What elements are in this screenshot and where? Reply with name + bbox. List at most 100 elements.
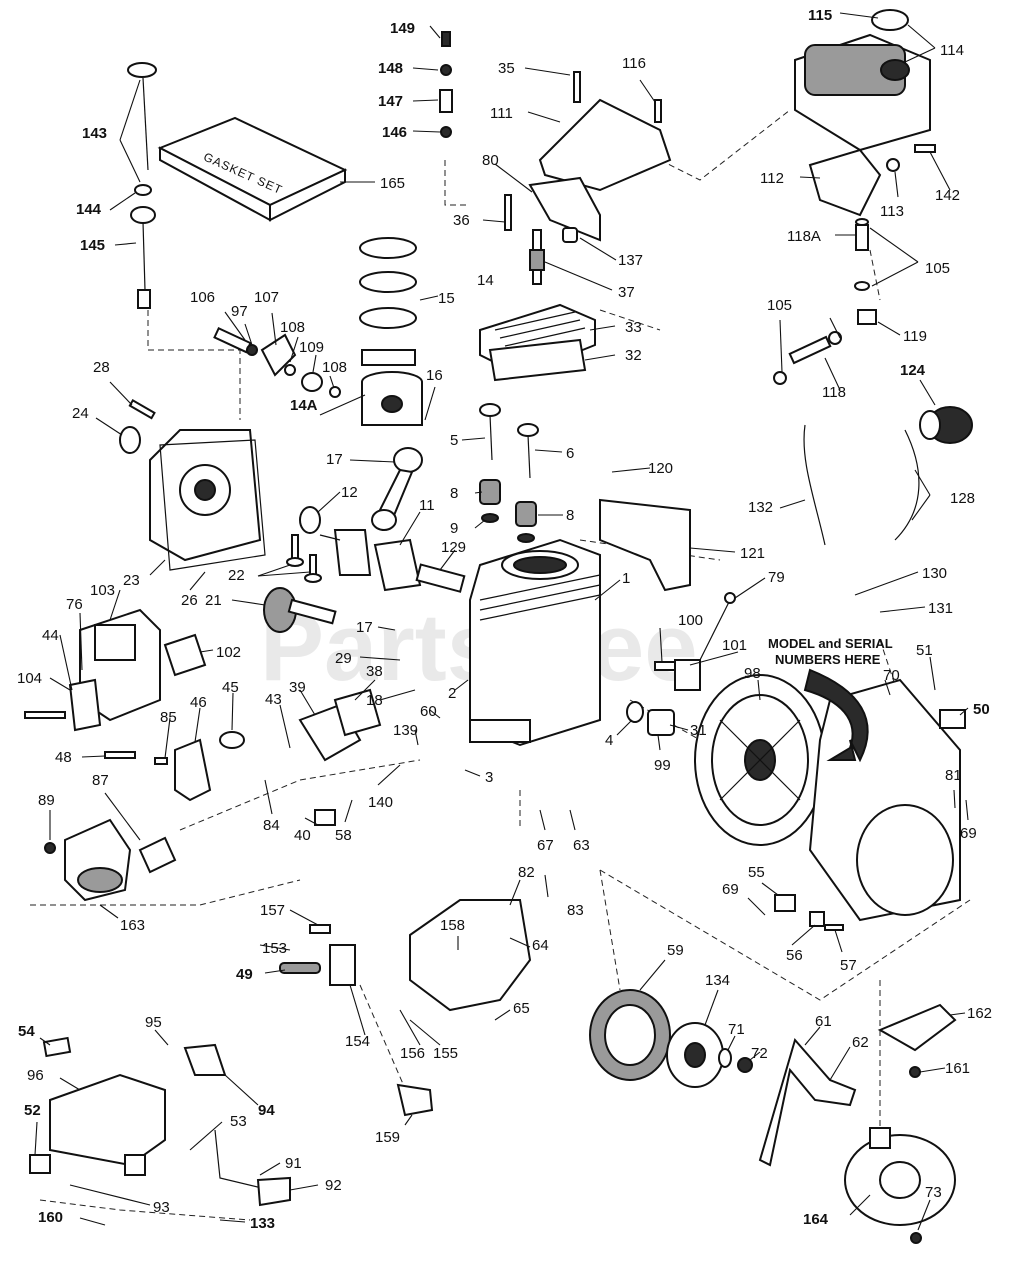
part-label-14: 14 [477, 272, 494, 289]
part-label-158: 158 [440, 917, 465, 934]
part-label-100: 100 [678, 612, 703, 629]
piston-rings [359, 237, 417, 366]
leader-lines [34, 12, 969, 1231]
part-label-11: 11 [419, 497, 435, 514]
part-label-147: 147 [378, 93, 403, 110]
crankshaft [319, 529, 466, 593]
part-label-5: 5 [450, 432, 458, 449]
part-label-2: 2 [448, 685, 456, 702]
thrust-washer [299, 506, 321, 534]
part-label-159: 159 [375, 1129, 400, 1146]
nut-113 [886, 158, 900, 172]
part-label-99: 99 [654, 757, 671, 774]
part-label-133: 133 [250, 1215, 275, 1232]
part-label-164: 164 [803, 1211, 829, 1228]
part-label-38: 38 [366, 663, 383, 680]
part-label-82: 82 [518, 864, 535, 881]
part-label-6: 6 [566, 445, 574, 462]
part-label-43: 43 [265, 691, 282, 708]
part-label-116: 116 [622, 55, 646, 72]
nut-73 [910, 1232, 922, 1244]
part-label-118: 118 [822, 384, 846, 401]
part-label-58: 58 [335, 827, 352, 844]
plug-cap [562, 227, 578, 243]
starter-cup [589, 989, 671, 1081]
part-label-83: 83 [567, 902, 584, 919]
cylinder-block [469, 538, 601, 747]
breather-parts [213, 326, 341, 398]
part-label-65: 65 [513, 1000, 530, 1017]
part-label-61: 61 [815, 1013, 832, 1030]
crankcase-cover [149, 429, 266, 571]
part-label-71: 71 [728, 1021, 745, 1038]
part-label-92: 92 [325, 1177, 342, 1194]
part-label-29: 29 [335, 650, 352, 667]
part-label-145: 145 [80, 237, 105, 254]
part-label-114: 114 [940, 42, 964, 59]
part-label-17a: 17 [326, 451, 343, 468]
part-label-163: 163 [120, 917, 145, 934]
part-label-149: 149 [390, 20, 415, 37]
part-label-69a: 69 [960, 825, 977, 842]
part-label-46: 46 [190, 694, 207, 711]
piston [361, 371, 423, 426]
valves [479, 403, 539, 479]
head-bolts [439, 31, 662, 231]
nut-161 [909, 1066, 921, 1078]
part-label-17b: 17 [356, 619, 373, 636]
tappets [286, 534, 322, 583]
control-cover [49, 1073, 166, 1176]
decal-52 [29, 1154, 51, 1174]
part-label-131: 131 [928, 600, 953, 617]
part-label-55: 55 [748, 864, 765, 881]
part-label-15: 15 [438, 290, 455, 307]
bolt-142 [914, 144, 936, 153]
part-label-118A: 118A [787, 228, 821, 245]
part-label-108a: 108 [280, 319, 305, 336]
connecting-rod [371, 447, 423, 531]
part-label-26: 26 [181, 592, 198, 609]
part-label-113: 113 [880, 203, 904, 220]
part-label-130: 130 [922, 565, 947, 582]
part-label-140: 140 [368, 794, 393, 811]
part-label-105a: 105 [925, 260, 950, 277]
part-label-148: 148 [378, 60, 403, 77]
carburetor [64, 818, 132, 902]
part-label-96: 96 [27, 1067, 44, 1084]
base-plate [409, 899, 532, 1012]
part-label-104: 104 [17, 670, 42, 687]
part-label-160: 160 [38, 1209, 63, 1226]
part-label-124: 124 [900, 362, 926, 379]
part-drawings: GASKET SET [24, 9, 973, 1244]
starter-handle [877, 1003, 957, 1052]
part-label-3: 3 [485, 769, 493, 786]
part-label-51: 51 [916, 642, 933, 659]
small-brackets [774, 894, 844, 931]
part-label-102: 102 [216, 644, 241, 661]
part-label-91: 91 [285, 1155, 302, 1172]
decal-54 [42, 1036, 72, 1058]
part-label-39: 39 [289, 679, 306, 696]
part-label-32: 32 [625, 347, 642, 364]
part-label-165: 165 [380, 175, 405, 192]
part-label-155: 155 [433, 1045, 458, 1062]
part-label-84: 84 [263, 817, 280, 834]
part-label-18: 18 [366, 692, 383, 709]
fuel-tank [794, 9, 931, 152]
part-label-54: 54 [18, 1023, 35, 1040]
ground-wire [803, 424, 826, 546]
dipstick [127, 62, 157, 196]
carb-gasket [138, 836, 177, 874]
part-label-93: 93 [153, 1199, 170, 1216]
part-label-132: 132 [748, 499, 773, 516]
part-label-52: 52 [24, 1102, 41, 1119]
part-label-45: 45 [222, 679, 239, 696]
washer-71 [718, 1048, 732, 1068]
part-label-161: 161 [945, 1060, 970, 1077]
part-label-103: 103 [90, 582, 115, 599]
part-label-76: 76 [66, 596, 83, 613]
nut-72 [737, 1057, 753, 1073]
part-label-139: 139 [393, 722, 418, 739]
part-label-79: 79 [768, 569, 785, 586]
part-label-129: 129 [441, 539, 466, 556]
